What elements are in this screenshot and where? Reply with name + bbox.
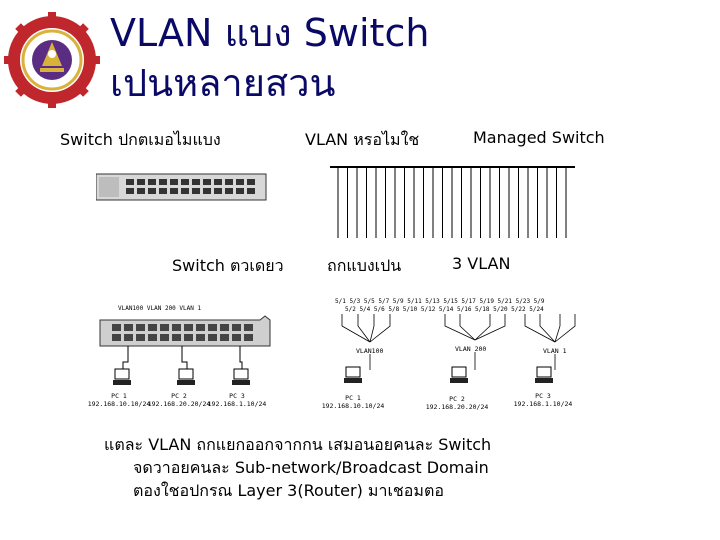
switch-port [236, 179, 244, 185]
switch-port [184, 324, 193, 331]
right-vlan1-label: VLAN 1 [543, 347, 567, 355]
switch-port [192, 179, 200, 185]
title-line-1: VLAN แบง Switch [110, 11, 430, 55]
left-switch-diagram [99, 315, 271, 374]
left-vlan-labels: VLAN100 VLAN 200 VLAN 1 [118, 305, 202, 312]
switch-port [170, 179, 178, 185]
right-vlan100-label: VLAN100 [356, 347, 384, 355]
port-labels-odd: 5/1 5/3 5/5 5/7 5/9 5/11 5/13 5/15 5/17 … [335, 298, 545, 305]
managed-switch-image [96, 173, 267, 201]
summary-line-3: ตองใชอปกรณ Layer 3(Router) มาเชอมตอ [133, 481, 444, 500]
switch-port [214, 188, 222, 194]
switch-port [244, 324, 253, 331]
switch-port [225, 188, 233, 194]
switch-port [203, 188, 211, 194]
managed-switch-label: Managed Switch [473, 128, 605, 147]
switch-port [172, 324, 181, 331]
switch-port [208, 324, 217, 331]
switch-port [126, 188, 134, 194]
switch-port [160, 324, 169, 331]
switch-port [136, 334, 145, 341]
port-labels-even: 5/2 5/4 5/6 5/8 5/10 5/12 5/14 5/16 5/18… [345, 306, 544, 313]
divided-into-label: ถกแบงเปน [327, 256, 402, 275]
switch-port [225, 179, 233, 185]
switch-port [126, 179, 134, 185]
pc1-left-icon [113, 368, 131, 385]
switch-port [137, 188, 145, 194]
switch-port [244, 334, 253, 341]
switch-port [160, 334, 169, 341]
switch-port [181, 179, 189, 185]
switch-port [112, 334, 121, 341]
right-vlan-wiring [341, 314, 576, 370]
switch-port [112, 324, 121, 331]
switch-port [170, 188, 178, 194]
pc3-right-icon [535, 366, 553, 383]
switch-port [148, 188, 156, 194]
switch-port [181, 188, 189, 194]
switch-port [208, 334, 217, 341]
switch-port [247, 188, 255, 194]
switch-port [247, 179, 255, 185]
switch-port [159, 188, 167, 194]
switch-port [172, 334, 181, 341]
cable-bundle [330, 166, 575, 238]
summary-line-1: แตละ VLAN ถกแยกออกจากกน เสมอนอยคนละ Swit… [104, 435, 492, 454]
slide-title: VLAN แบง Switch เปนหลายสวน [110, 8, 429, 108]
switch-port [136, 324, 145, 331]
summary-line-2: จดวาอยคนละ Sub-network/Broadcast Domain [133, 458, 489, 477]
switch-port [192, 188, 200, 194]
gear-emblem [4, 12, 100, 108]
switch-port [124, 324, 133, 331]
pc2-right-icon [450, 366, 468, 383]
pc3-left-icon [232, 368, 250, 385]
switch-port [196, 334, 205, 341]
pc2-left-icon [177, 368, 195, 385]
switch-port [232, 324, 241, 331]
normal-switch-label: Switch ปกตเมอไมแบง [60, 130, 221, 149]
switch-port [236, 188, 244, 194]
pc1-right-icon [344, 366, 362, 383]
switch-port [159, 179, 167, 185]
switch-port [184, 334, 193, 341]
title-line-2: เปนหลายสวน [110, 61, 336, 105]
switch-port [232, 334, 241, 341]
single-switch-label: Switch ตวเดยว [172, 256, 284, 275]
switch-port [214, 179, 222, 185]
switch-port [148, 334, 157, 341]
switch-port [220, 334, 229, 341]
vlan-or-not-label: VLAN หรอไมใช [305, 130, 420, 149]
switch-port [220, 324, 229, 331]
right-vlan200-label: VLAN 200 [455, 345, 487, 353]
switch-port [203, 179, 211, 185]
university-logo [4, 12, 100, 108]
switch-port [124, 334, 133, 341]
switch-port [137, 179, 145, 185]
switch-port [196, 324, 205, 331]
switch-port [148, 324, 157, 331]
switch-port [148, 179, 156, 185]
three-vlan-label: 3 VLAN [452, 254, 511, 273]
